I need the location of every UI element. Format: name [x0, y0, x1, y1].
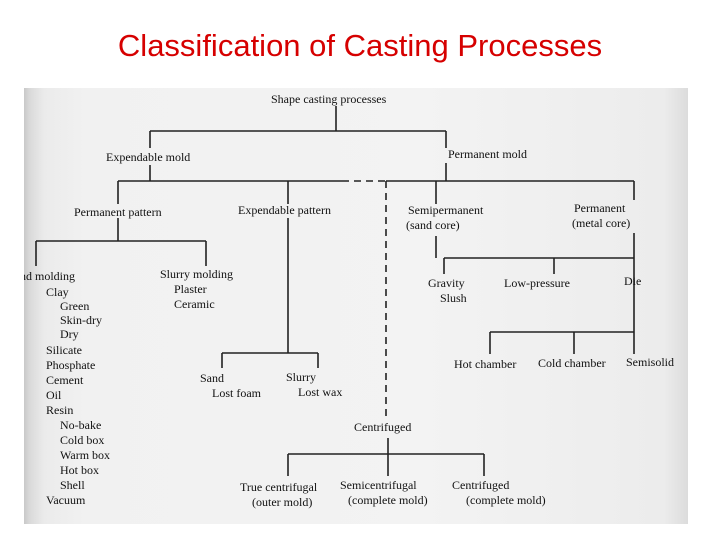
- node-sand: Sand: [200, 371, 224, 385]
- node-permanent-core-sub: (metal core): [572, 216, 630, 230]
- node-hot-chamber: Hot chamber: [454, 357, 516, 371]
- sand-molding-item: Green: [60, 299, 89, 313]
- node-expendable-pattern: Expendable pattern: [238, 203, 331, 217]
- node-semipermanent-sub: (sand core): [406, 218, 460, 232]
- node-slurry-molding: Slurry molding: [160, 267, 233, 281]
- node-semicentrifugal-sub: (complete mold): [348, 493, 428, 507]
- node-true-centrifugal-sub: (outer mold): [252, 495, 312, 509]
- sand-molding-item: Dry: [60, 327, 79, 341]
- sand-molding-item: Silicate: [46, 343, 82, 357]
- node-gravity: Gravity: [428, 276, 465, 290]
- sand-molding-item: Skin-dry: [60, 313, 102, 327]
- dashed-connectors: [342, 180, 387, 420]
- sand-molding-item: No-bake: [60, 418, 101, 432]
- node-slush: Slush: [440, 291, 467, 305]
- sand-molding-item: Resin: [46, 403, 73, 417]
- node-centrifuged-complete-sub: (complete mold): [466, 493, 546, 507]
- node-sand-molding: Sand molding: [24, 269, 75, 283]
- node-die: Die: [624, 274, 641, 288]
- sand-molding-item: Oil: [46, 388, 62, 402]
- node-centrifuged: Centrifuged: [354, 420, 411, 434]
- node-semipermanent: Semipermanent: [408, 203, 484, 217]
- sand-molding-item: Vacuum: [46, 493, 86, 507]
- node-lost-foam: Lost foam: [212, 386, 262, 400]
- sand-molding-item: Cold box: [60, 433, 104, 447]
- scanned-diagram-image: Shape casting processes Expendable mold …: [24, 88, 688, 524]
- sand-molding-item: Shell: [60, 478, 85, 492]
- node-cold-chamber: Cold chamber: [538, 356, 606, 370]
- node-semicentrifugal: Semicentrifugal: [340, 478, 417, 492]
- sand-molding-item: Cement: [46, 373, 84, 387]
- node-slurry: Slurry: [286, 370, 316, 384]
- node-expendable-mold: Expendable mold: [106, 150, 190, 164]
- sand-molding-item: Warm box: [60, 448, 110, 462]
- tree-connectors: [35, 106, 635, 476]
- classification-tree: Shape casting processes Expendable mold …: [24, 92, 674, 509]
- node-semisolid: Semisolid: [626, 355, 674, 369]
- sand-molding-item: Hot box: [60, 463, 99, 477]
- node-permanent-pattern: Permanent pattern: [74, 205, 162, 219]
- slide-title: Classification of Casting Processes: [117, 28, 603, 63]
- node-low-pressure: Low-pressure: [504, 276, 570, 290]
- node-permanent-mold: Permanent mold: [448, 147, 527, 161]
- sand-molding-item: Phosphate: [46, 358, 95, 372]
- node-permanent-core: Permanent: [574, 201, 626, 215]
- node-true-centrifugal: True centrifugal: [240, 480, 318, 494]
- node-centrifuged-complete: Centrifuged: [452, 478, 509, 492]
- slurry-molding-item: Ceramic: [174, 297, 215, 311]
- slurry-molding-item: Plaster: [174, 282, 207, 296]
- node-shape-casting-processes: Shape casting processes: [271, 92, 387, 106]
- sand-molding-item: Clay: [46, 285, 69, 299]
- node-lost-wax: Lost wax: [298, 385, 342, 399]
